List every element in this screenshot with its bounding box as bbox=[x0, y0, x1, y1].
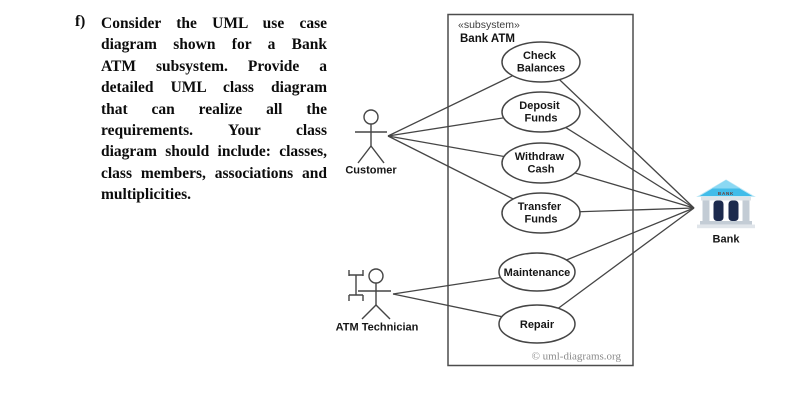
usecase-repair bbox=[498, 304, 576, 344]
customer-actor-icon bbox=[355, 109, 387, 164]
question-line: Consider the UML use case bbox=[101, 15, 327, 32]
subsystem-stereotype: «subsystem» bbox=[458, 19, 520, 31]
usecase-deposit-funds-label: Deposit Funds bbox=[519, 100, 562, 125]
question-item-label: f) bbox=[75, 13, 86, 30]
question-line: ATM subsystem. Provide a bbox=[101, 57, 327, 75]
question-line: detailed UML class diagram bbox=[101, 79, 327, 97]
bank-step bbox=[700, 221, 752, 225]
association-line bbox=[540, 111, 695, 209]
question-line: requirements. Your class bbox=[101, 122, 327, 140]
question-line: multiplicities. bbox=[101, 186, 191, 204]
association-line bbox=[536, 207, 695, 325]
usecase-label-line: Withdraw bbox=[515, 151, 565, 163]
technician-actor-label: ATM Technician bbox=[336, 322, 419, 334]
question-text: Consider the UML use case diagram shown … bbox=[101, 13, 327, 206]
bank-entablature bbox=[701, 196, 751, 201]
usecase-label-line: Transfer bbox=[518, 201, 562, 213]
bank-column bbox=[742, 200, 750, 221]
question-line: class members, associations and bbox=[101, 164, 327, 182]
customer-actor-label: Customer bbox=[345, 165, 397, 177]
usecase-withdraw-cash bbox=[501, 142, 581, 184]
usecase-maintenance bbox=[498, 252, 576, 292]
usecase-withdraw-cash-label: Withdraw Cash bbox=[515, 151, 567, 176]
bank-actor-icon: BANK bbox=[696, 179, 756, 229]
usecase-label-line: Check bbox=[523, 50, 557, 62]
copyright-text: © uml-diagrams.org bbox=[532, 351, 622, 363]
bank-column-dark bbox=[728, 200, 739, 221]
bank-step bbox=[697, 224, 755, 229]
question-line: diagram should include: classes, bbox=[101, 143, 327, 161]
bank-column-dark bbox=[713, 200, 724, 221]
usecase-deposit-funds bbox=[501, 91, 581, 133]
bank-actor-label: Bank bbox=[713, 234, 741, 246]
question-line: that can realize all the bbox=[101, 100, 327, 118]
usecase-label-line: Funds bbox=[525, 214, 558, 226]
usecase-maintenance-label: Maintenance bbox=[504, 267, 571, 279]
usecase-label-line: Funds bbox=[525, 113, 558, 125]
usecase-transfer-funds bbox=[501, 192, 581, 234]
bank-column bbox=[702, 200, 710, 221]
bank-roof-highlight bbox=[712, 180, 740, 189]
association-line bbox=[540, 61, 695, 209]
subsystem-name: Bank ATM bbox=[460, 33, 515, 45]
usecase-check-balances-label: Check Balances bbox=[517, 50, 565, 75]
usecases: Check Balances Deposit Funds Withdraw Ca… bbox=[498, 41, 581, 344]
usecase-label-line: Deposit bbox=[519, 100, 560, 112]
usecase-label-line: Cash bbox=[528, 164, 555, 176]
bank-roof-text: BANK bbox=[718, 191, 734, 196]
question-line: diagram shown for a Bank bbox=[101, 36, 327, 54]
wrench-icon bbox=[348, 270, 364, 301]
usecase-repair-label: Repair bbox=[520, 319, 555, 331]
usecase-label-line: Balances bbox=[517, 63, 565, 75]
usecase-transfer-funds-label: Transfer Funds bbox=[518, 201, 564, 226]
usecase-check-balances bbox=[501, 41, 581, 83]
technician-actor-icon bbox=[348, 268, 391, 320]
